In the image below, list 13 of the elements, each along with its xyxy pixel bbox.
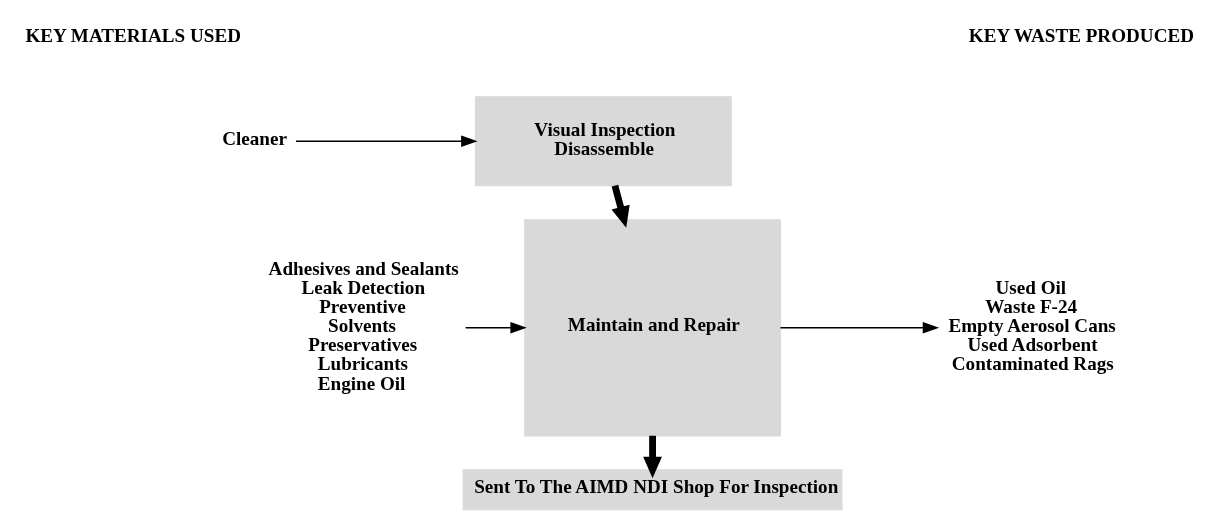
arrow — [779, 322, 939, 334]
arrow — [294, 135, 478, 147]
arrow — [642, 435, 662, 479]
node-box: Maintain and Repair — [523, 219, 781, 437]
node-box: Sent To The AIMD NDI Shop For Inspection — [462, 469, 842, 511]
node-text: Adhesives and Sealants Leak Detection Preventive Solvents Preservatives Lubricants Engine Oil — [268, 257, 459, 394]
arrow — [464, 322, 527, 334]
label: KEY MATERIALS USED — [24, 24, 241, 46]
node-box: Visual Inspection Disassemble — [474, 96, 732, 187]
node-text: Used Oil Waste F-24 Empty Aerosol Cans Used Adsorbent Contaminated Rags — [947, 276, 1116, 375]
arrow — [611, 184, 630, 228]
label: KEY WASTE PRODUCED — [968, 24, 1194, 46]
node-text: Cleaner — [221, 127, 287, 149]
